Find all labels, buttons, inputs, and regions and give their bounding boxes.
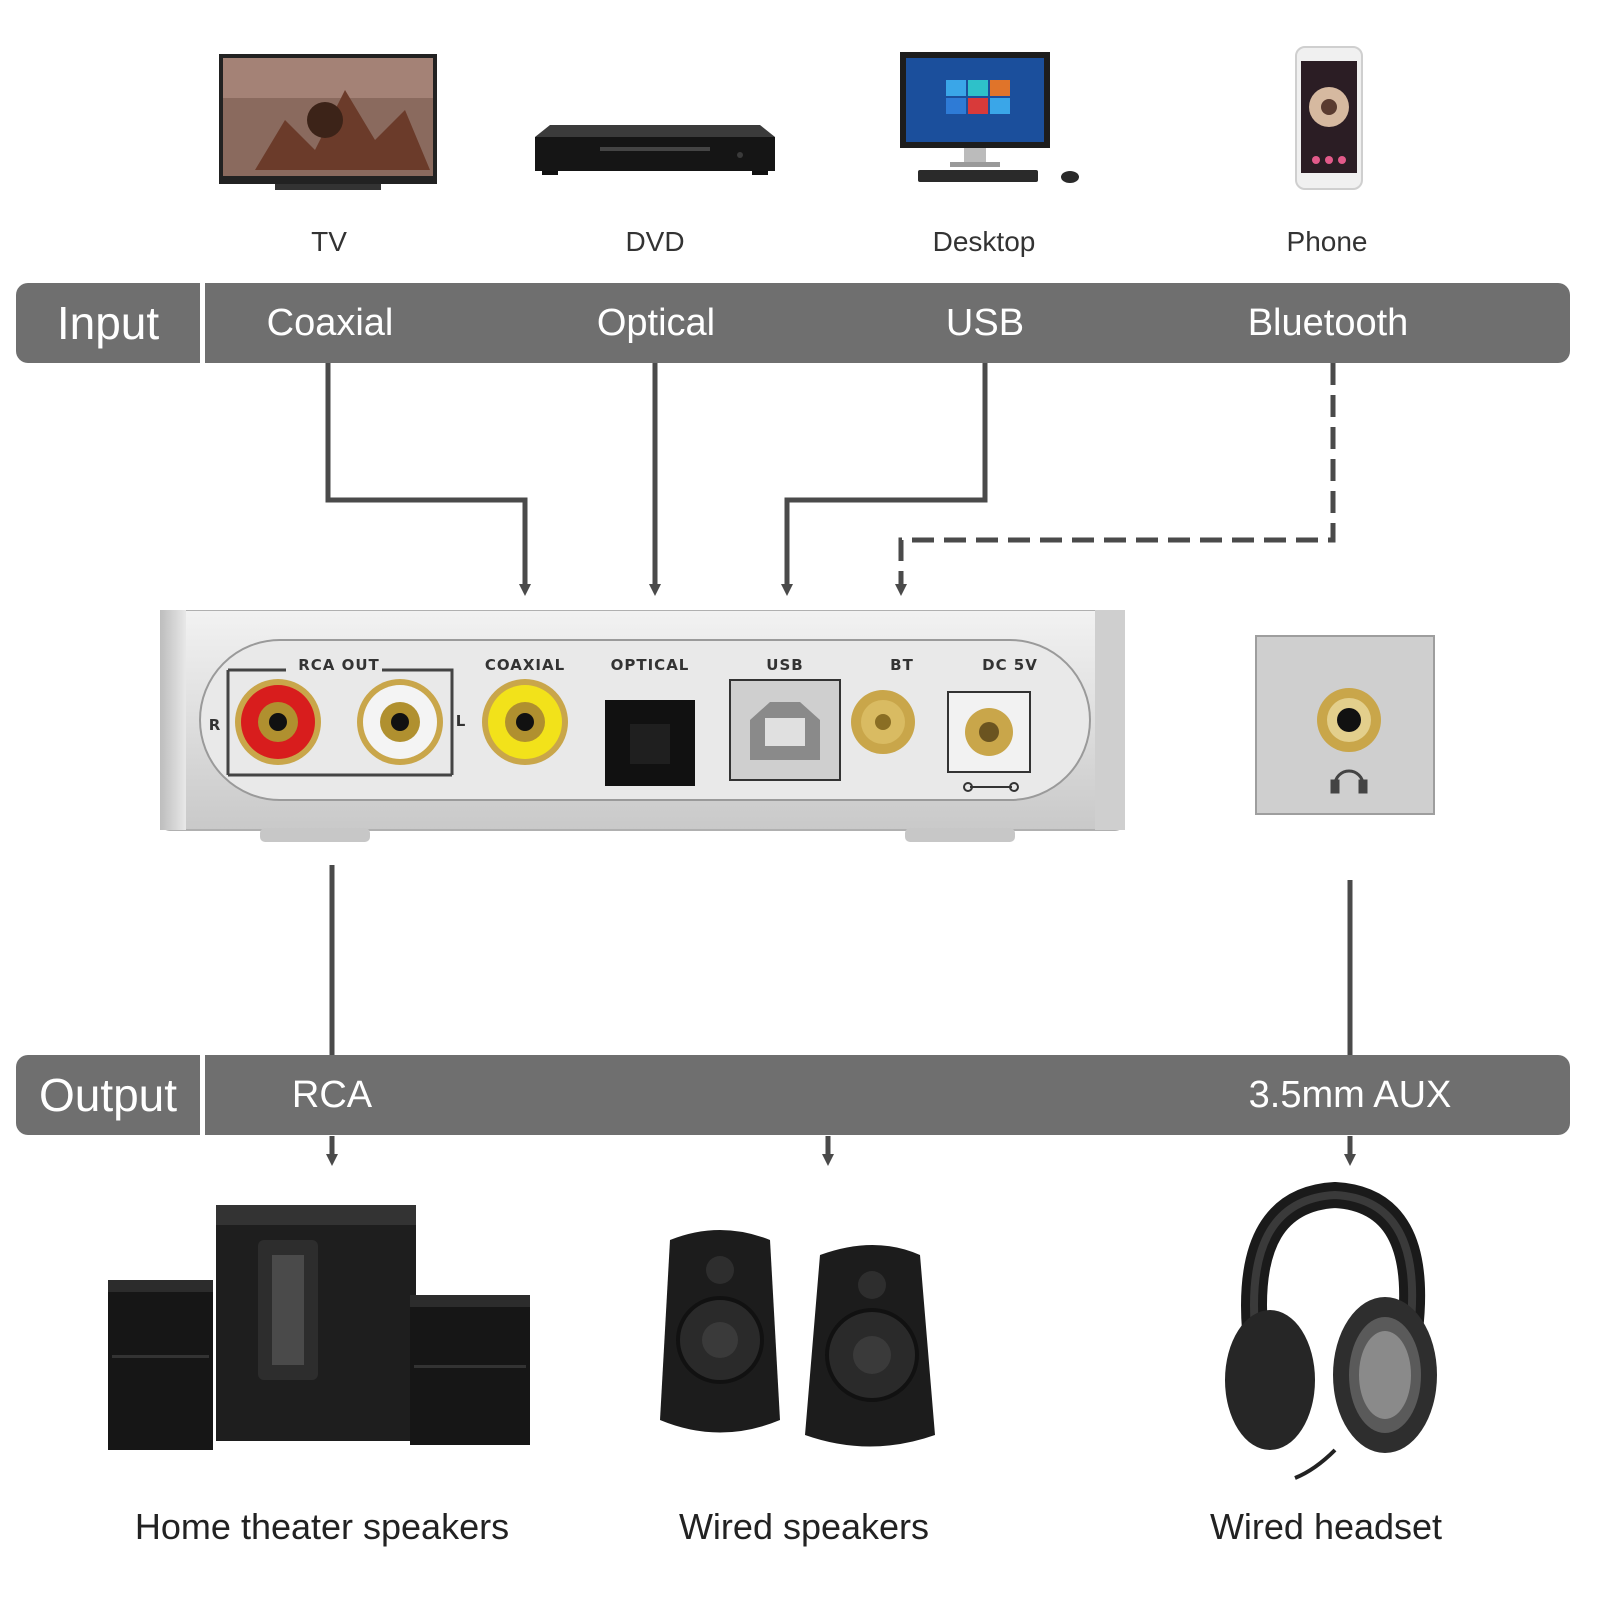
- wired-speakers-icon: [660, 1230, 935, 1447]
- source-label-desktop: Desktop: [932, 226, 1036, 257]
- phone-icon: [1295, 46, 1363, 190]
- input-usb: USB: [945, 302, 1025, 344]
- headphones-icon: [1225, 1181, 1437, 1480]
- port-label-coaxial: COAXIAL: [484, 656, 566, 674]
- input-optical: Optical: [596, 302, 716, 344]
- headphone-icon: [1330, 769, 1368, 794]
- home-theater-speakers-icon: [108, 1205, 530, 1450]
- source-label-tv: TV: [311, 226, 347, 257]
- output-bar-divider: [200, 1055, 205, 1135]
- input-bar: Input Coaxial Optical USB Bluetooth: [16, 283, 1570, 363]
- output-label-wired-speakers: Wired speakers: [678, 1506, 930, 1547]
- headphone-jack-panel: [1255, 635, 1435, 815]
- tv-icon: [219, 54, 437, 190]
- input-bar-divider: [200, 283, 205, 363]
- port-label-usb: USB: [766, 656, 804, 674]
- input-coaxial: Coaxial: [266, 302, 394, 344]
- port-label-bt: BT: [890, 656, 914, 674]
- port-label-rca-out: RCA OUT: [298, 656, 380, 674]
- output-aux: 3.5mm AUX: [1248, 1074, 1452, 1116]
- output-label-home-theater: Home theater speakers: [134, 1506, 510, 1547]
- device-body: [160, 610, 1125, 842]
- port-label-dc: DC 5V: [982, 656, 1038, 674]
- desktop-computer-icon: [900, 52, 1079, 183]
- output-heading: Output: [38, 1069, 178, 1121]
- dvd-player-icon: [535, 125, 775, 175]
- source-label-dvd: DVD: [625, 226, 685, 257]
- line-bluetooth: [895, 363, 1336, 596]
- output-rca: RCA: [291, 1074, 373, 1116]
- port-label-r: R: [208, 716, 222, 734]
- source-label-phone: Phone: [1286, 226, 1368, 257]
- output-label-wired-headset: Wired headset: [1209, 1506, 1443, 1547]
- port-label-optical: OPTICAL: [610, 656, 690, 674]
- input-heading: Input: [56, 297, 160, 349]
- line-usb: [781, 363, 988, 596]
- input-bluetooth: Bluetooth: [1247, 302, 1409, 344]
- output-bar: Output RCA 3.5mm AUX: [16, 1055, 1570, 1135]
- port-label-l: L: [455, 712, 467, 730]
- line-coaxial: [325, 363, 531, 596]
